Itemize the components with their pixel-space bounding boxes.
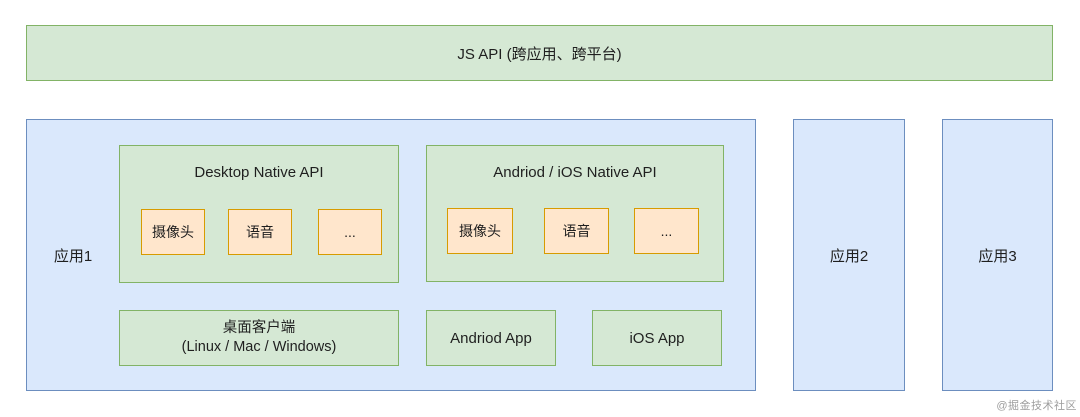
desktop-api-item-voice: 语音 [228,209,292,255]
mobile-api-item-voice: 语音 [544,208,609,254]
app3-container: 应用3 [942,119,1053,391]
mobile-api-item-more-label: ... [660,223,673,239]
ios-app-box: iOS App [592,310,722,366]
desktop-api-item-camera-label: 摄像头 [152,224,194,240]
desktop-client-line1: 桌面客户端 [222,320,296,337]
app1-label: 应用1 [53,247,93,265]
juejin-watermark: @掘金技术社区 [996,400,1077,412]
desktop-api-item-more: ... [318,209,382,255]
mobile-api-item-camera-label: 摄像头 [459,223,501,239]
app2-label: 应用2 [829,247,869,265]
desktop-native-api-title: Desktop Native API [194,164,324,181]
mobile-api-item-voice-label: 语音 [562,223,591,239]
mobile-api-item-more: ... [634,208,699,254]
desktop-api-item-more-label: ... [344,224,356,240]
desktop-client-box: 桌面客户端 (Linux / Mac / Windows) [119,310,399,366]
mobile-native-api-box: Andriod / iOS Native API 摄像头 语音 ... [426,145,724,282]
andriod-app-box: Andriod App [426,310,556,366]
js-api-bar: JS API (跨应用、跨平台) [26,25,1053,81]
desktop-native-api-box: Desktop Native API 摄像头 语音 ... [119,145,399,283]
andriod-app-label: Andriod App [450,329,532,347]
app1-container: 应用1 Desktop Native API 摄像头 语音 ... Andrio… [26,119,756,391]
mobile-native-api-title: Andriod / iOS Native API [493,164,657,181]
ios-app-label: iOS App [629,329,685,347]
desktop-client-label: 桌面客户端 (Linux / Mac / Windows) [182,319,337,357]
mobile-api-item-camera: 摄像头 [447,208,513,254]
desktop-client-line2: (Linux / Mac / Windows) [181,339,337,355]
desktop-api-item-camera: 摄像头 [141,209,205,255]
js-api-bar-label: JS API (跨应用、跨平台) [457,45,622,63]
app2-container: 应用2 [793,119,905,391]
desktop-api-item-voice-label: 语音 [246,224,274,240]
app3-label: 应用3 [978,247,1017,265]
